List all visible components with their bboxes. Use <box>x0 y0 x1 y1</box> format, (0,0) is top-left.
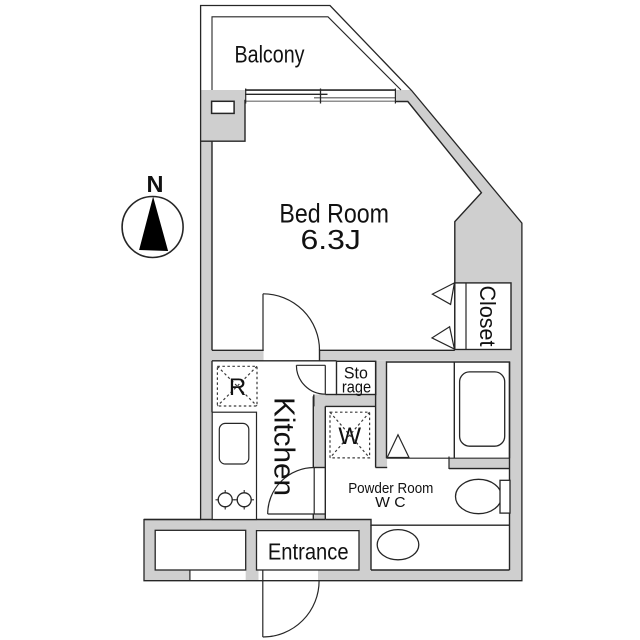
svg-text:Closet: Closet <box>475 286 500 347</box>
svg-text:Bed Room: Bed Room <box>279 198 389 228</box>
svg-text:Entrance: Entrance <box>268 539 349 565</box>
svg-text:6.3J: 6.3J <box>301 224 361 255</box>
svg-text:R: R <box>229 374 246 401</box>
svg-text:W: W <box>338 423 361 450</box>
svg-text:Sto: Sto <box>344 365 368 383</box>
svg-text:Balcony: Balcony <box>235 42 305 69</box>
svg-text:Powder Room: Powder Room <box>348 481 433 497</box>
svg-text:N: N <box>147 171 164 197</box>
svg-text:W C: W C <box>375 495 405 511</box>
svg-text:Kitchen: Kitchen <box>268 397 300 496</box>
svg-text:rage: rage <box>342 379 371 397</box>
